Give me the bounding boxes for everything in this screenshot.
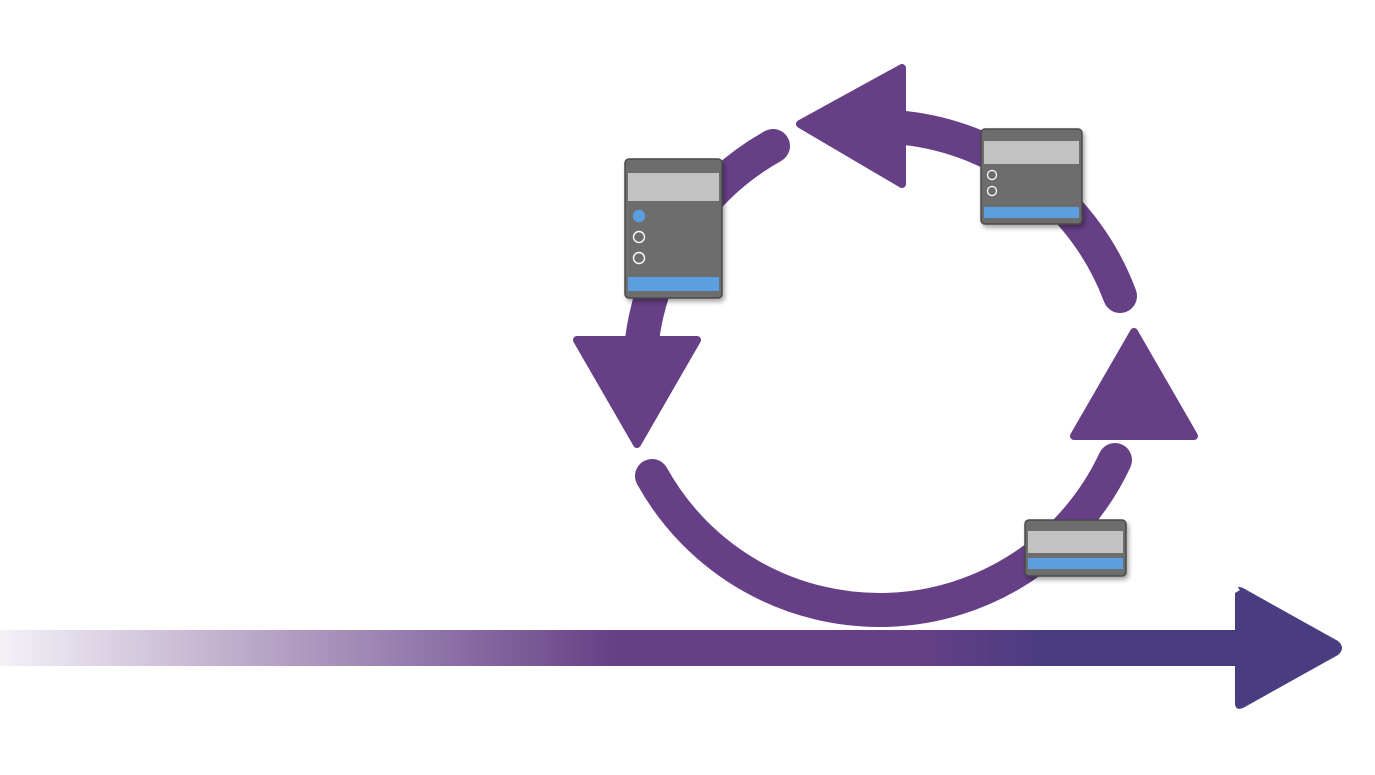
form-header-bar xyxy=(1028,531,1123,553)
timeline-bar xyxy=(0,630,1240,666)
cycle-arrowhead-down xyxy=(573,336,701,448)
form-window-b xyxy=(980,128,1083,225)
form-submit-bar xyxy=(628,277,719,291)
form-submit-bar xyxy=(984,207,1079,218)
radio-option-2 xyxy=(632,230,646,244)
form-window-c xyxy=(1024,519,1127,577)
radio-option-1-ring xyxy=(632,209,646,223)
timeline-arrow xyxy=(0,586,1342,709)
timeline-arrowhead xyxy=(1235,586,1342,709)
form-submit-bar xyxy=(1028,558,1123,569)
cycle-arrowhead-left xyxy=(796,64,906,188)
form-header-bar xyxy=(628,173,719,201)
form-header-bar xyxy=(984,141,1079,164)
radio-option-3 xyxy=(632,251,646,265)
form-window-a xyxy=(624,158,723,299)
radio-option-1 xyxy=(986,169,998,181)
cycle-arrowhead-up xyxy=(1070,328,1198,440)
radio-option-1 xyxy=(633,210,645,222)
radio-option-2 xyxy=(986,185,998,197)
